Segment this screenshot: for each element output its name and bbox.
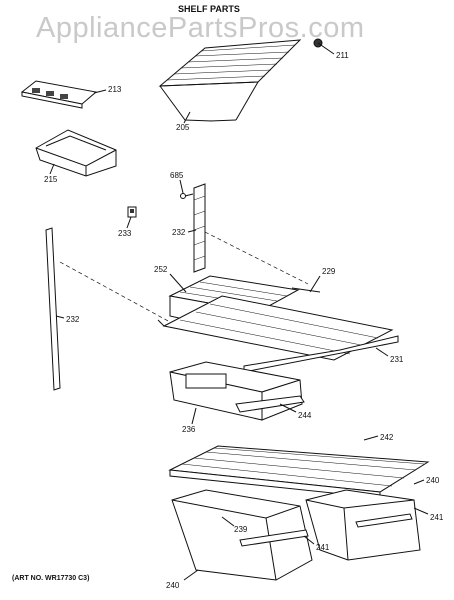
callout-240-left: 240 xyxy=(166,581,180,590)
callout-240-right: 240 xyxy=(426,476,440,485)
part-241-handle-right[interactable] xyxy=(355,513,413,528)
part-229-shelf[interactable] xyxy=(157,287,394,361)
callout-205: 205 xyxy=(176,123,190,132)
part-232-ladder-left[interactable] xyxy=(45,227,61,391)
part-215-dairy-bin[interactable] xyxy=(35,129,117,177)
part-240-left-crisper[interactable] xyxy=(171,489,313,581)
part-241-handle-left[interactable] xyxy=(239,529,309,547)
callout-242: 242 xyxy=(380,433,394,442)
callout-244: 244 xyxy=(298,411,312,420)
part-233-clip[interactable] xyxy=(127,206,137,218)
callout-211: 211 xyxy=(336,51,349,60)
leader-lines xyxy=(49,42,429,581)
diagram-title: SHELF PARTS xyxy=(178,4,240,14)
callout-241-right: 241 xyxy=(430,513,444,522)
callout-239: 239 xyxy=(234,525,248,534)
callout-232-left: 232 xyxy=(66,315,80,324)
part-685-screw[interactable] xyxy=(180,193,194,199)
art-number: (ART NO. WR17730 C3) xyxy=(12,575,90,582)
callout-229: 229 xyxy=(322,267,336,276)
callout-685: 685 xyxy=(170,171,184,180)
callout-241-left: 241 xyxy=(316,543,330,552)
part-236-meat-pan[interactable] xyxy=(169,361,303,421)
part-213-egg-tray[interactable] xyxy=(20,80,98,109)
part-232-ladder-right[interactable] xyxy=(193,183,206,273)
callout-231: 231 xyxy=(390,355,404,364)
callout-labels: 211 213 205 215 685 233 232 232 252 229 … xyxy=(44,51,444,590)
part-242-crisper-cover[interactable] xyxy=(168,445,430,499)
part-205-wire-shelf[interactable] xyxy=(158,39,302,122)
callout-232-right: 232 xyxy=(172,228,186,237)
callout-236: 236 xyxy=(182,425,196,434)
callout-252: 252 xyxy=(154,265,168,274)
callout-215: 215 xyxy=(44,175,58,184)
part-244-pan-cover[interactable] xyxy=(235,395,305,413)
callout-213: 213 xyxy=(108,85,122,94)
callout-233: 233 xyxy=(118,229,132,238)
watermark: AppliancePartsPros.com xyxy=(36,12,365,44)
